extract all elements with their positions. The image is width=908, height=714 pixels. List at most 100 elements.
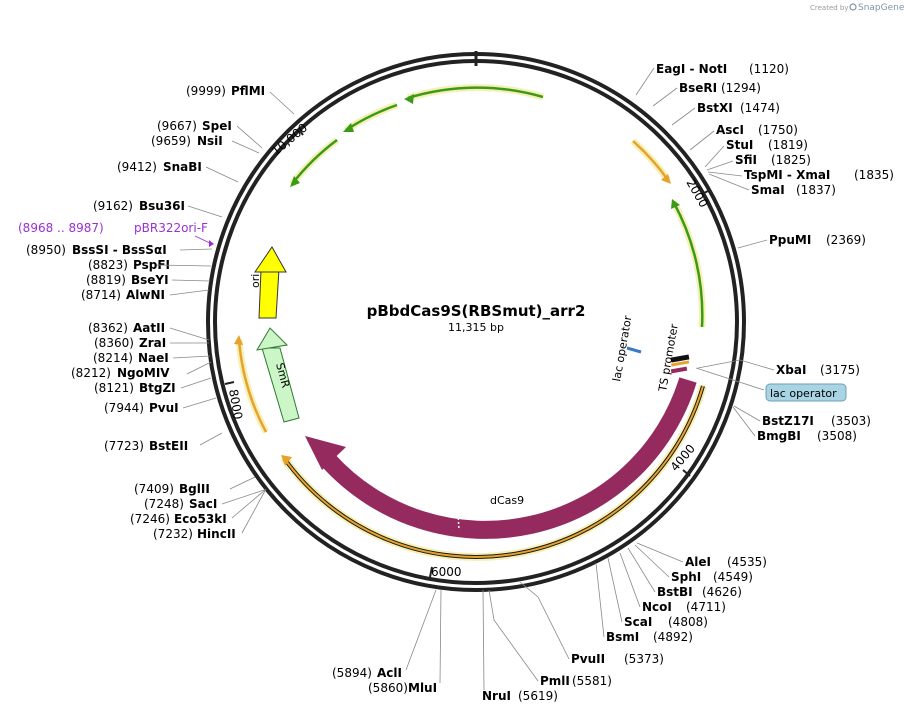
leader-line: [187, 205, 223, 218]
enzyme-pos: (3503): [831, 414, 871, 428]
leader-line: [182, 397, 217, 409]
leader-line: [241, 488, 267, 534]
enzyme-pos: (1294): [721, 81, 761, 95]
enzyme-pos: (8362): [88, 321, 128, 335]
enzyme-label: EagI - NotI: [656, 62, 727, 76]
orf-arrowhead: [281, 455, 292, 466]
dcas9-arrowhead: [305, 436, 346, 470]
enzyme-label: BmgBI: [757, 429, 801, 443]
enzyme-pos: (8950): [26, 243, 66, 257]
enzyme-pos: (7248): [144, 497, 184, 511]
leader-line: [179, 248, 213, 251]
enzyme-label: AatII: [133, 321, 165, 335]
tick-mark-6000: [429, 566, 433, 578]
orf-arc-top: [407, 86, 544, 100]
tick-label-8000: 8000: [226, 388, 245, 421]
enzyme-pos: (4626): [702, 585, 742, 599]
tick-mark-4000: [682, 469, 691, 477]
leader-line: [482, 589, 485, 691]
lac-operator-callout-label: lac operator: [770, 387, 837, 400]
enzyme-pos: (5619): [518, 689, 558, 703]
leader-line: [488, 589, 539, 682]
leader-line: [229, 476, 256, 490]
enzyme-pos: (8214): [93, 351, 133, 365]
leader-line: [439, 589, 442, 684]
enzyme-label: BglII: [179, 482, 210, 496]
enzyme-label: PmlI: [540, 674, 570, 688]
orf-arc-left-lower: [237, 339, 268, 433]
tick-mark-8000: [224, 381, 235, 385]
enzyme-pos: (9162): [93, 199, 133, 213]
enzyme-label: NsiI: [197, 134, 223, 148]
enzyme-label: TspMI - XmaI: [744, 168, 830, 182]
enzyme-label: PflMI: [231, 84, 265, 98]
enzyme-pos: (9667): [157, 119, 197, 133]
enzyme-label: PvuII: [571, 652, 605, 666]
leader-line: [169, 327, 210, 341]
enzyme-label: SmaI: [751, 183, 785, 197]
enzyme-pos: (7232): [153, 527, 193, 541]
enzyme-label: NgoMIV: [117, 366, 170, 380]
enzyme-pos: (4535): [727, 555, 767, 569]
enzyme-label: SpeI: [202, 119, 232, 133]
leader-line: [221, 489, 265, 505]
enzyme-label: XbaI: [776, 363, 806, 377]
enzyme-label: PspFI: [133, 258, 170, 272]
enzyme-label: BstBI: [657, 585, 693, 599]
enzyme-pos: (5581): [572, 674, 612, 688]
plasmid-name: pBbdCas9S(RBSmut)_arr2: [367, 302, 586, 320]
enzyme-pos: (8360): [94, 336, 134, 350]
enzyme-pos: (7944): [104, 401, 144, 415]
leader-line: [636, 542, 684, 563]
snapgene-logo-icon: [849, 3, 857, 11]
enzyme-pos: (1474): [740, 101, 780, 115]
leader-line: [156, 264, 212, 267]
enzyme-label: SacI: [189, 497, 217, 511]
ori-body: [258, 268, 280, 319]
tick-label-2000: 2000: [683, 177, 710, 210]
orf-arrows-green: [289, 84, 706, 328]
enzyme-label: SphI: [671, 570, 701, 584]
enzyme-pos: (1837): [796, 183, 836, 197]
enzyme-pos: (1750): [758, 123, 798, 137]
enzyme-label: Bsu36I: [139, 199, 185, 213]
leader-line: [405, 589, 437, 671]
orf-arrowhead: [671, 199, 680, 209]
enzyme-label: MluI: [408, 681, 437, 695]
leader-line: [231, 489, 266, 519]
primer-range: (8968 .. 8987): [18, 221, 104, 235]
enzyme-pos: (9412): [117, 160, 157, 174]
enzyme-label: BseRI: [679, 81, 717, 95]
enzyme-pos: (1825): [771, 153, 811, 167]
tick-mark-2000: [701, 189, 711, 195]
enzyme-label: Eco53kI: [174, 512, 227, 526]
orf-arc-right: [672, 202, 704, 328]
lac-operator-feature: [670, 360, 690, 367]
snapgene-logo-text: SnapGene: [858, 3, 905, 13]
enzyme-pos: (1819): [768, 138, 808, 152]
leader-line: [652, 87, 678, 107]
orf-arrowhead: [234, 335, 243, 345]
orf-arrowhead: [290, 176, 300, 187]
smr-label: SmR: [273, 361, 292, 389]
enzyme-label: ZraI: [139, 336, 166, 350]
enzyme-pos: (7409): [134, 482, 174, 496]
leader-line: [231, 140, 260, 154]
enzyme-label: NruI: [482, 689, 511, 703]
leader-line: [199, 432, 223, 446]
enzyme-label: NaeI: [138, 351, 169, 365]
enzyme-pos: (5373): [624, 652, 664, 666]
enzyme-label: HincII: [197, 527, 236, 541]
leader-line: [635, 67, 655, 96]
enzyme-pos: (5894): [332, 666, 372, 680]
enzyme-label: BssSI - BssSαI: [72, 243, 167, 257]
enzyme-label: BstEII: [149, 439, 188, 453]
tick-label-10000: 10,000: [269, 121, 310, 159]
leader-line: [172, 355, 211, 359]
enzyme-label: BsmI: [606, 630, 639, 644]
leader-line: [595, 562, 605, 638]
enzyme-pos: (1835): [854, 168, 894, 182]
orf-arc-large: [283, 385, 704, 558]
enzyme-pos: (3508): [817, 429, 857, 443]
